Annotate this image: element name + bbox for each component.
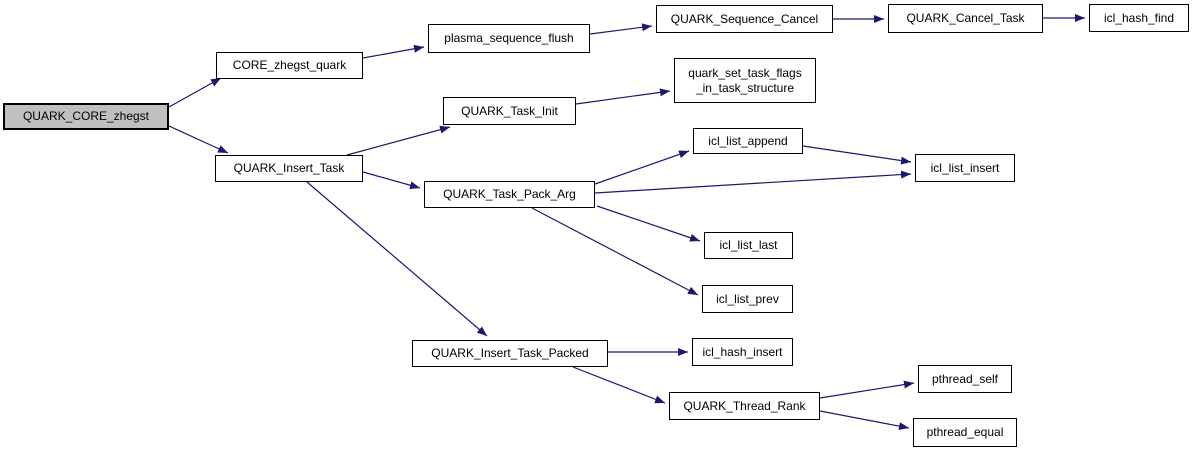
edge-quark-core-zhegst-to-core-zhegst-quark xyxy=(168,77,222,108)
edge-quark-insert-task-packed-to-quark-thread-rank xyxy=(572,366,666,404)
node-icl-list-insert[interactable]: icl_list_insert xyxy=(915,154,1015,182)
edge-quark-insert-task-to-quark-task-pack-arg xyxy=(362,171,421,190)
node-icl-list-prev[interactable]: icl_list_prev xyxy=(702,285,793,313)
node-quark-thread-rank[interactable]: QUARK_Thread_Rank xyxy=(669,392,820,420)
node-pthread-self[interactable]: pthread_self xyxy=(918,365,1012,393)
node-quark-task-init[interactable]: QUARK_Task_Init xyxy=(443,97,576,125)
node-pthread-equal[interactable]: pthread_equal xyxy=(913,418,1017,447)
node-icl-list-append[interactable]: icl_list_append xyxy=(693,128,803,154)
node-plasma-sequence-flush[interactable]: plasma_sequence_flush xyxy=(428,24,590,53)
edge-core-zhegst-quark-to-plasma-sequence-flush xyxy=(362,44,425,59)
edge-quark-task-pack-arg-to-icl-list-prev xyxy=(531,207,699,296)
node-quark-set-task-flags[interactable]: quark_set_task_flags _in_task_structure xyxy=(674,58,816,103)
edge-quark-thread-rank-to-pthread-self xyxy=(819,380,915,399)
node-quark-insert-task-packed[interactable]: QUARK_Insert_Task_Packed xyxy=(412,340,608,367)
node-icl-hash-insert[interactable]: icl_hash_insert xyxy=(692,338,793,366)
edge-quark-task-pack-arg-to-icl-list-append xyxy=(594,150,690,185)
edge-plasma-sequence-flush-to-quark-sequence-cancel xyxy=(589,23,653,35)
node-quark-sequence-cancel[interactable]: QUARK_Sequence_Cancel xyxy=(656,5,833,33)
edge-quark-task-init-to-quark-set-task-flags xyxy=(575,88,671,105)
node-quark-task-pack-arg[interactable]: QUARK_Task_Pack_Arg xyxy=(424,181,595,208)
edge-icl-list-append-to-icl-list-insert xyxy=(802,145,912,165)
edge-quark-insert-task-to-quark-insert-task-packed xyxy=(306,181,488,337)
edge-quark-task-pack-arg-to-icl-list-last xyxy=(596,205,701,242)
node-icl-list-last[interactable]: icl_list_last xyxy=(704,232,793,259)
edge-quark-core-zhegst-to-quark-insert-task xyxy=(168,125,229,154)
edge-quark-task-pack-arg-to-icl-list-insert xyxy=(594,170,912,194)
node-core-zhegst-quark[interactable]: CORE_zhegst_quark xyxy=(216,52,363,79)
node-icl-hash-find[interactable]: icl_hash_find xyxy=(1089,4,1189,32)
edge-quark-thread-rank-to-pthread-equal xyxy=(819,410,910,431)
edge-quark-insert-task-to-quark-task-init xyxy=(346,125,451,156)
node-quark-core-zhegst: QUARK_CORE_zhegst xyxy=(3,103,169,130)
node-quark-cancel-task[interactable]: QUARK_Cancel_Task xyxy=(888,4,1043,33)
node-quark-insert-task[interactable]: QUARK_Insert_Task xyxy=(215,155,363,182)
